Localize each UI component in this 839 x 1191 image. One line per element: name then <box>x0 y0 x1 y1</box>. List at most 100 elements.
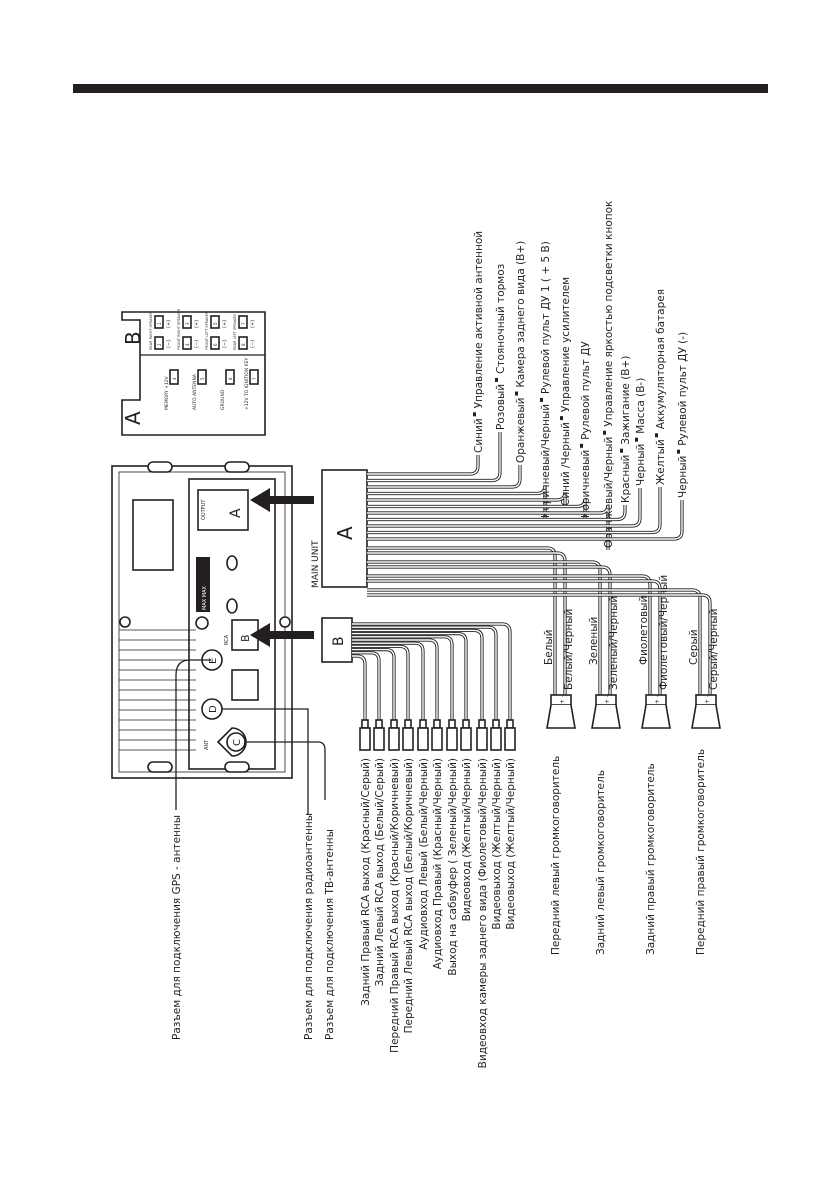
wire-color-label: Коричневый/Черный <box>540 404 552 518</box>
speaker-name-label: Передний правый громкоговоритель <box>695 749 707 955</box>
pinout-b-pin-number: 2 <box>157 343 162 346</box>
pinout-b-pin-number: 1 <box>157 322 162 325</box>
rca-plug-tip <box>492 719 500 729</box>
pinout-b-plus-box <box>238 315 248 329</box>
rca-plug-icon <box>476 727 488 751</box>
wire-color-label: Черный <box>635 444 647 486</box>
pinout-title-b: B <box>121 331 145 345</box>
rca-output-label: Задний Левый RCA выход (Белый/Серый) <box>374 758 386 986</box>
rca-plug-tip <box>478 719 486 729</box>
pinout-b-pin-number: 8 <box>241 343 246 346</box>
connector-a-wire <box>367 465 522 489</box>
svg-text:C: C <box>232 739 243 746</box>
wire-function-label: Управление усилителем <box>560 277 572 412</box>
ant-label: ANT <box>204 739 210 750</box>
wire-function-label: Зажигание (В+) <box>620 356 632 445</box>
pinout-a-pin-box <box>249 369 259 385</box>
wire-color-label: Синий /Черный <box>560 422 572 506</box>
rca-plug-icon <box>417 727 429 751</box>
rca-plug-tip <box>375 719 383 729</box>
plus-sign: (+) <box>222 320 228 328</box>
speaker-terminal-sign: + - <box>559 695 566 704</box>
rca-plug-icon <box>373 727 385 751</box>
wire-color-label: Синий <box>473 418 485 453</box>
rca-output-label: Аудиовход Правый (Красный/Черный) <box>432 758 444 969</box>
pinout-b-label: FRONT LEFT SPEAKER <box>205 311 209 350</box>
arrow-to-a-icon <box>250 488 314 512</box>
minus-sign: (−) <box>166 340 172 348</box>
rca-output-label: Видеовыход (Желтый/Черный) <box>491 758 503 930</box>
label-separator <box>655 433 658 438</box>
speaker-minus-wire-label: Фиолетовый/Черный <box>658 575 670 690</box>
rca-plug-icon <box>402 727 414 751</box>
wire-function-label: Стояночный тормоз <box>495 264 507 374</box>
label-separator <box>620 448 623 453</box>
speaker-icon <box>641 704 671 729</box>
rca-plug-tip <box>361 719 369 729</box>
label-separator <box>515 391 518 396</box>
radio-antenna-label: Разъем для подключения радиоантенны <box>303 813 315 1040</box>
speaker-name-label: Задний правый громкоговоритель <box>645 763 657 955</box>
svg-text:E: E <box>208 658 219 664</box>
pinout-a-pin-number: 8 <box>228 377 233 380</box>
rca-plug-tip <box>404 719 412 729</box>
pinout-a-pin-number: 5 <box>200 377 205 380</box>
plus-sign: (+) <box>250 320 256 328</box>
rca-output-label: Видеовход (Желтый/Черный) <box>461 758 473 921</box>
pinout-b-label: FRONT RIGHT SPEAKER <box>177 308 181 350</box>
unit-label-panel <box>132 499 174 571</box>
gps-leader <box>175 659 211 810</box>
pinout-b-plus-box <box>210 315 220 329</box>
rca-plug-icon <box>359 727 371 751</box>
speaker-icon <box>546 704 576 729</box>
port-a-label: A <box>228 508 244 518</box>
rca-plug-tip <box>419 719 427 729</box>
pinout-a-pin-box <box>197 369 207 385</box>
rca-wire <box>352 641 425 720</box>
label-separator <box>603 430 606 435</box>
pinout-b-minus-box <box>182 336 192 350</box>
speaker-minus-wire-label: Зеленый/Черный <box>608 596 620 690</box>
pinout-b-pin-number: 7 <box>241 322 246 325</box>
rca-label: RCA <box>224 634 230 645</box>
pinout-b-minus-box <box>210 336 220 350</box>
rca-plug-icon <box>504 727 516 751</box>
speaker-plus-wire-label: Серый <box>688 629 700 665</box>
label-separator <box>580 443 583 448</box>
rca-plug-tip <box>462 719 470 729</box>
main-unit-label: MAIN UNIT <box>311 540 321 588</box>
speaker-minus-wire-label: Серый/Черный <box>708 609 720 690</box>
wire-color-label: Красный <box>620 455 632 503</box>
pinout-b-label: REAR RIGHT SPEAKER <box>149 311 153 350</box>
label-separator <box>677 449 680 454</box>
connector-a-wire <box>367 485 547 520</box>
connector-a-wire <box>367 498 587 520</box>
rca-plug-icon <box>446 727 458 751</box>
label-separator <box>560 416 563 421</box>
rca-plug-icon <box>490 727 502 751</box>
connector-a-wire <box>367 455 480 476</box>
wire-color-label: Черный <box>677 456 689 498</box>
speaker-terminal-sign: + - <box>704 695 711 704</box>
pinout-a-pin-box <box>225 369 235 385</box>
minus-sign: (−) <box>222 340 228 348</box>
screw-icon <box>195 616 209 630</box>
pinout-a-label: AUTO ANTENNA <box>192 373 198 410</box>
head-unit-rear: OUTPUT A MAX MAX RCA B E D C ANT <box>111 461 314 779</box>
tv-leader <box>245 741 326 800</box>
label-separator <box>473 412 476 417</box>
svg-text:A: A <box>333 526 357 540</box>
tv-antenna-label: Разъем для подключения ТВ-антенны <box>324 829 336 1040</box>
pinout-a-pin-number: 4 <box>172 377 177 380</box>
minus-sign: (−) <box>194 340 200 348</box>
speaker-terminal-sign: + - <box>604 695 611 704</box>
plus-sign: (+) <box>194 320 200 328</box>
wire-function-label: Управление яркостью подсветки кнопок <box>603 201 615 427</box>
wire-color-label: Оранжевый <box>515 398 527 463</box>
header-rule <box>73 84 768 93</box>
radio-leader <box>222 708 309 815</box>
speaker-plus-wire-label: Фиолетовый <box>638 596 650 665</box>
